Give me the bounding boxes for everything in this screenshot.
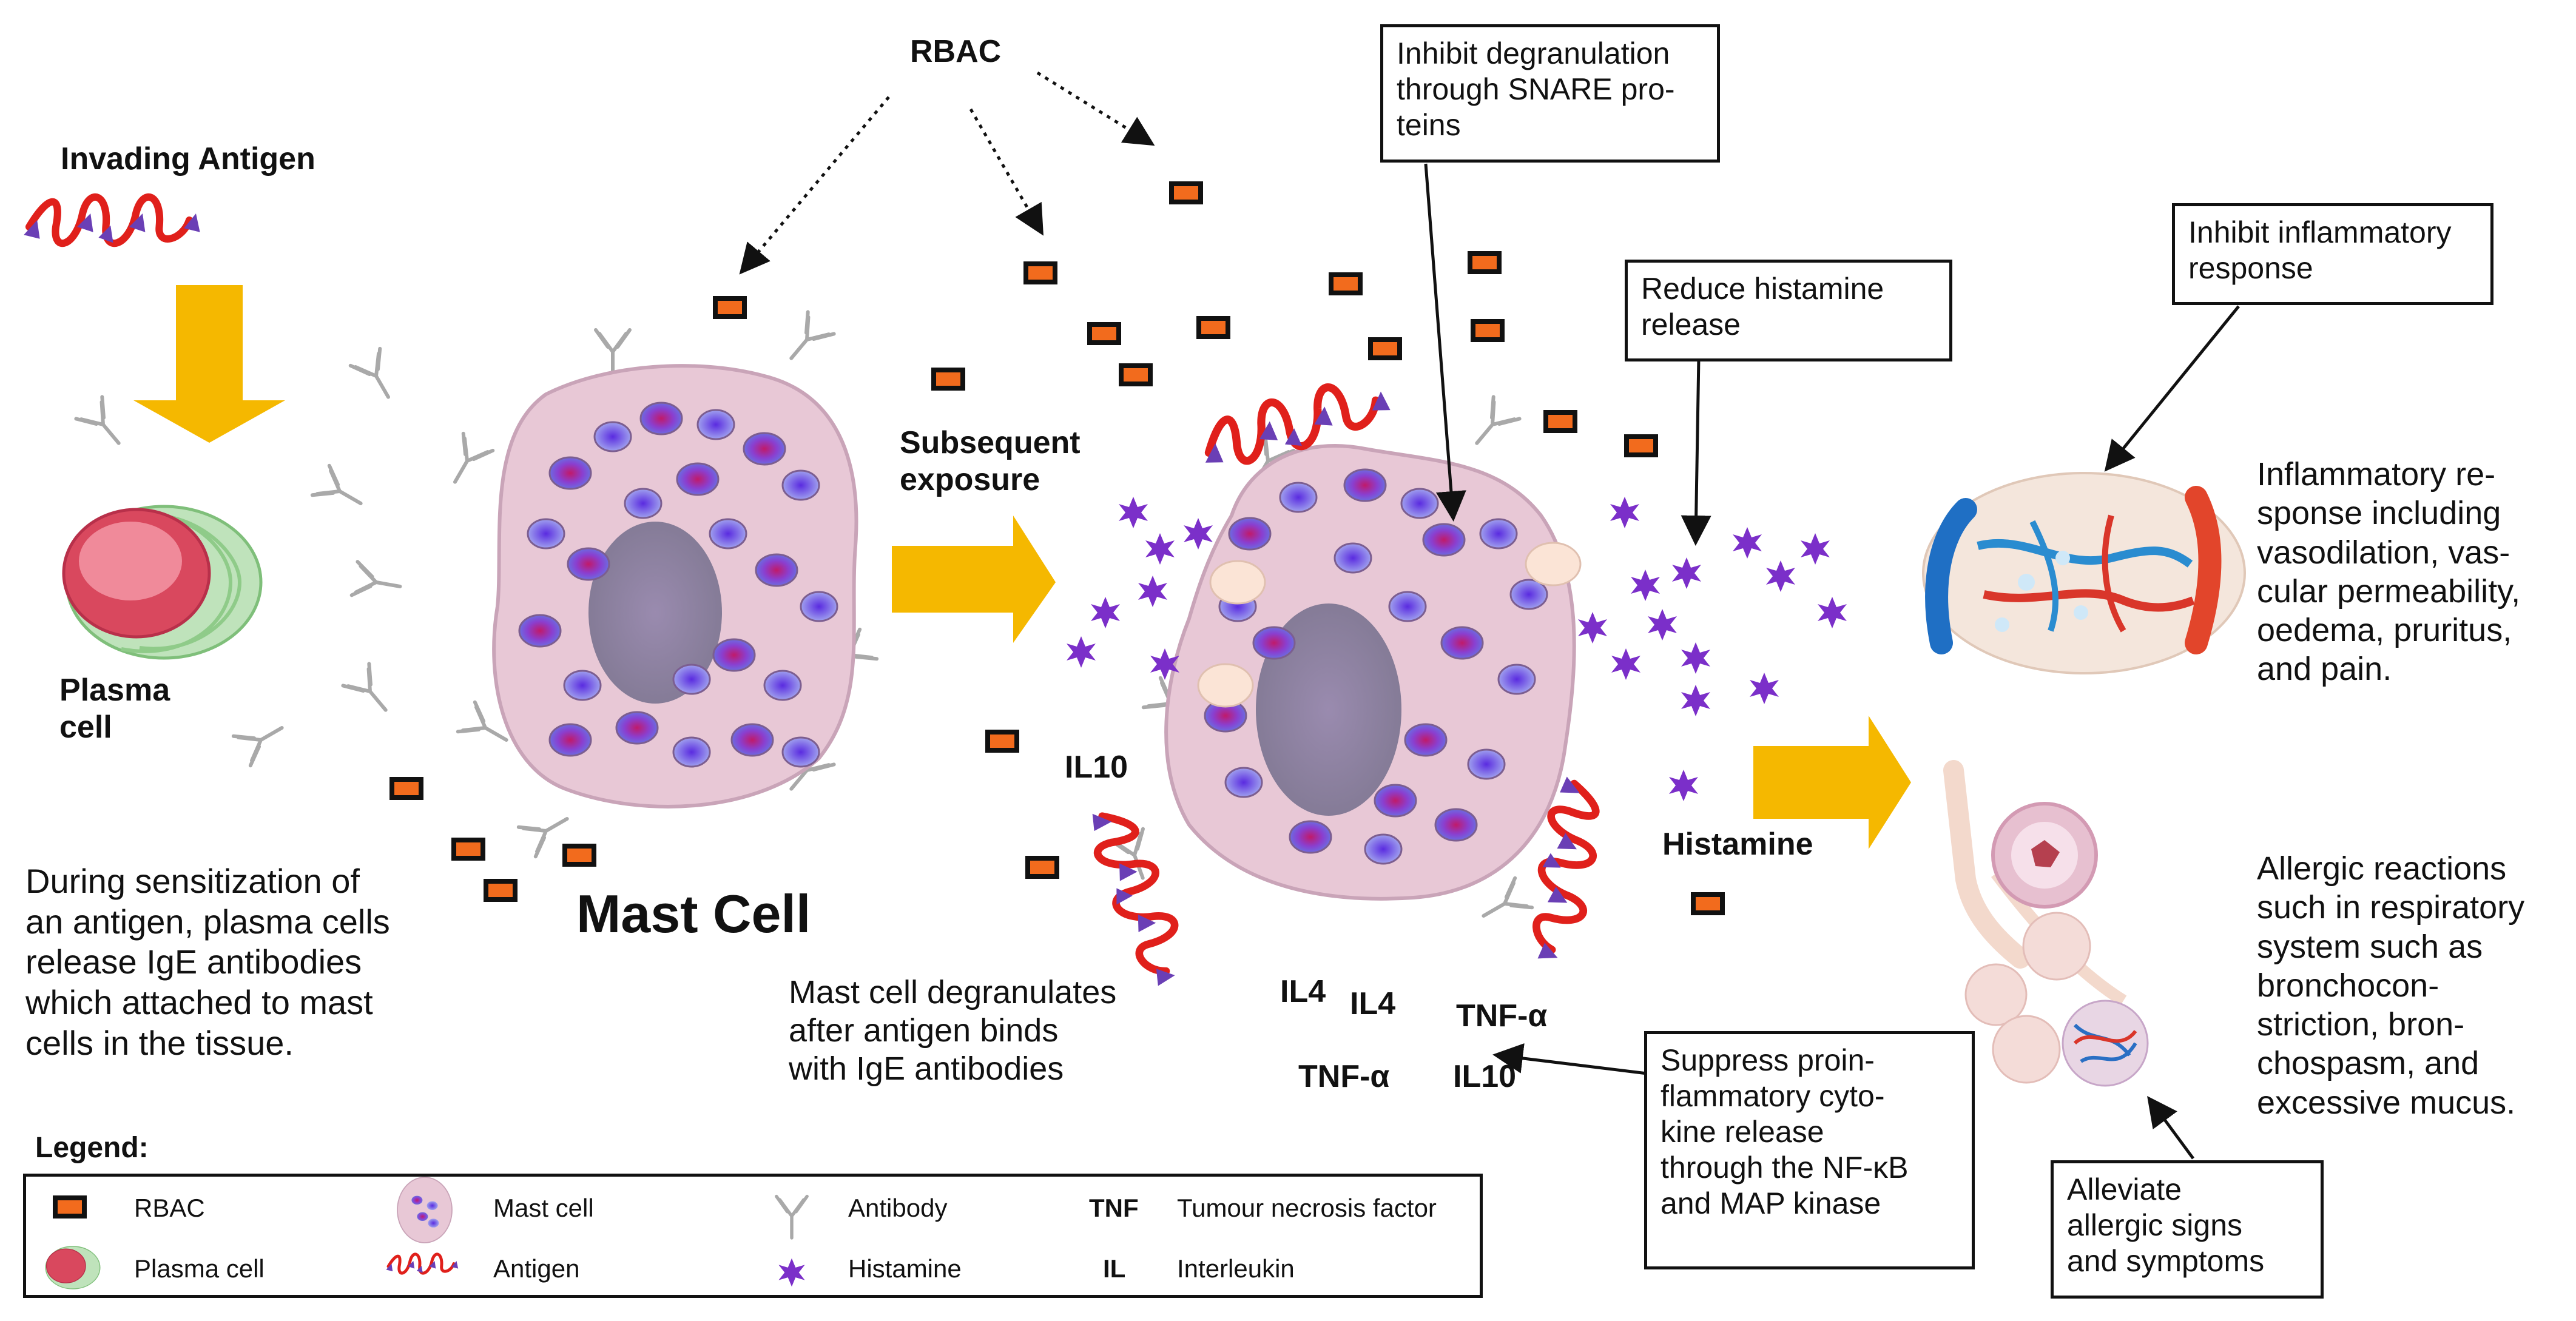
legend-il-abbr: IL bbox=[1103, 1254, 1126, 1283]
sensitization-description: During sensitization of an antigen, plas… bbox=[25, 862, 390, 1062]
legend-il-full: Interleukin bbox=[1177, 1254, 1295, 1283]
legend-title: Legend: bbox=[35, 1132, 149, 1164]
il4-label-a: IL4 bbox=[1280, 974, 1326, 1009]
histamine-release-box: Reduce histamine release bbox=[1625, 260, 1952, 361]
plasma-cell-label: Plasma cell bbox=[59, 673, 170, 745]
inflammatory-response-description: Inflammatory re- sponse including vasodi… bbox=[2257, 456, 2521, 688]
mast-cell-2-graphic bbox=[1164, 443, 1582, 901]
plasma-cell-graphic bbox=[62, 505, 263, 660]
il10-label-bottom: IL10 bbox=[1453, 1059, 1517, 1094]
right-arrow-1 bbox=[892, 516, 1056, 643]
rbac-label: RBAC bbox=[910, 34, 1002, 69]
degranulation-description: Mast cell degranulates after antigen bin… bbox=[789, 974, 1117, 1087]
legend-tnf-abbr: TNF bbox=[1089, 1194, 1139, 1222]
legend-antigen: Antigen bbox=[493, 1254, 580, 1283]
legend-antibody: Antibody bbox=[848, 1194, 948, 1222]
legend-plasma-cell: Plasma cell bbox=[134, 1254, 265, 1283]
snare-inhibition-box: Inhibit degranulation through SNARE pro-… bbox=[1380, 24, 1720, 163]
legend-icons bbox=[45, 1177, 807, 1289]
rbac-dotted-arrows bbox=[739, 71, 1155, 275]
legend-rbac: RBAC bbox=[134, 1194, 205, 1222]
il4-label-b: IL4 bbox=[1350, 986, 1396, 1021]
invading-antigen-label: Invading Antigen bbox=[61, 141, 315, 176]
histamine-label: Histamine bbox=[1662, 827, 1813, 862]
subsequent-exposure-label: Subsequent exposure bbox=[900, 425, 1081, 498]
legend-tnf-full: Tumour necrosis factor bbox=[1177, 1194, 1437, 1222]
invading-antigen-graphic bbox=[24, 197, 200, 243]
mast-cell-1-graphic bbox=[492, 364, 858, 808]
legend-mast-cell: Mast cell bbox=[493, 1194, 594, 1222]
right-arrow-2 bbox=[1753, 716, 1911, 849]
legend-histamine: Histamine bbox=[848, 1254, 962, 1283]
box-pointer-arrows bbox=[1424, 163, 2240, 1160]
inflammatory-inhibition-box: Inhibit inflammatory response bbox=[2172, 203, 2493, 305]
mast-cell-label: Mast Cell bbox=[576, 884, 811, 944]
tnf-alpha-label-2: TNF-α bbox=[1298, 1059, 1390, 1094]
allergic-reaction-description: Allergic reactions such in respiratory s… bbox=[2257, 850, 2525, 1121]
respiratory-system-graphic bbox=[1943, 760, 2149, 1087]
cytokine-suppression-box: Suppress proin- flammatory cyto- kine re… bbox=[1644, 1031, 1975, 1269]
allergic-alleviation-box: Alleviate allergic signs and symptoms bbox=[2051, 1160, 2324, 1299]
legend: RBAC Plasma cell Mast cell Antigen Antib… bbox=[23, 1174, 1483, 1298]
tnf-alpha-label-1: TNF-α bbox=[1456, 998, 1548, 1034]
down-arrow bbox=[133, 285, 285, 443]
il10-label-left: IL10 bbox=[1065, 750, 1128, 785]
blood-vessel-graphic bbox=[1922, 472, 2246, 674]
